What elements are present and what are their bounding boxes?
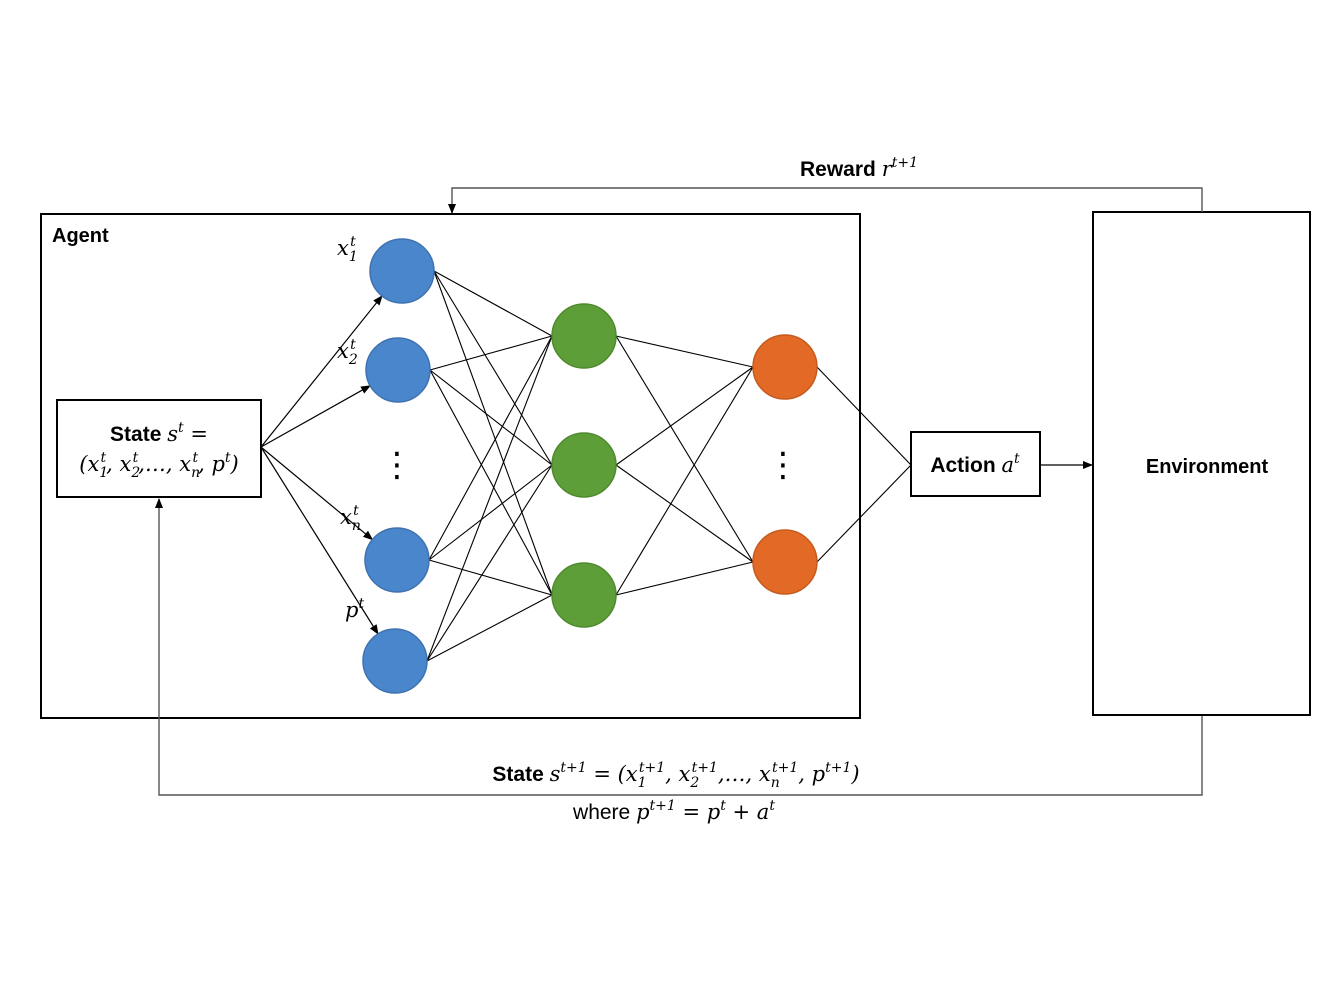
- input-hidden-edge-1-1: [433, 270, 553, 337]
- input-hidden-edge-3-3: [428, 559, 553, 596]
- input-label-1: x1t​: [337, 234, 358, 265]
- hidden-output-edge-1-2: [615, 335, 754, 563]
- input-node-xn: [364, 527, 430, 593]
- agent-label: Agent: [52, 225, 109, 247]
- input-node-p: [362, 628, 428, 694]
- hidden-node-1: [551, 303, 617, 369]
- hidden-node-2: [551, 432, 617, 498]
- state-box-tuple: (x1t​, x2t​,…, xnt​, pt​): [79, 450, 238, 481]
- input-hidden-edge-3-2: [428, 464, 553, 561]
- hidden-output-edge-1-1: [615, 335, 754, 368]
- input-hidden-edge-4-3: [426, 594, 553, 662]
- output-ellipsis: ⋮: [766, 446, 800, 484]
- input-node-x2: [365, 337, 431, 403]
- agent-box: [40, 213, 861, 719]
- input-label-4: pt​: [345, 596, 364, 622]
- output-action-edge-2: [816, 464, 912, 563]
- input-hidden-edge-1-3: [433, 270, 553, 596]
- hidden-output-edge-3-1: [615, 366, 754, 596]
- hidden-node-3: [551, 562, 617, 628]
- next-state-where-label: where pt+1​ = pt​ + at​: [572, 798, 775, 824]
- network-edges: [260, 270, 912, 662]
- reward-label: Reward rt+1​: [800, 155, 918, 181]
- network-nodes: [362, 238, 818, 694]
- action-box: [910, 431, 1041, 497]
- state-to-input-edge-2: [260, 385, 371, 448]
- state-to-input-edge-1: [260, 295, 383, 448]
- hidden-output-edge-3-2: [615, 561, 754, 596]
- hidden-output-edge-2-2: [615, 464, 754, 563]
- input-hidden-edge-2-2: [429, 369, 553, 466]
- hidden-output-edge-2-1: [615, 366, 754, 466]
- next-state-feedback-line: [155, 498, 1203, 796]
- input-labels: x1t​ x2t​ xnt​ pt​: [337, 234, 364, 622]
- state-to-input-edge-3: [260, 446, 374, 541]
- next-state-label: State st+1​ = (x1t+1​, x2t+1​,…, xnt+1​,…: [492, 760, 859, 791]
- state-box: [56, 399, 262, 498]
- output-node-1: [752, 334, 818, 400]
- input-label-3: xnt​: [340, 503, 361, 534]
- state-to-input-edge-4: [260, 446, 379, 635]
- input-ellipsis: ⋮: [380, 446, 414, 484]
- input-hidden-edge-4-2: [426, 464, 553, 662]
- input-hidden-edge-2-3: [429, 369, 553, 596]
- input-hidden-edge-2-1: [429, 335, 553, 371]
- input-label-2: x2t​: [337, 337, 358, 368]
- output-action-edge-1: [816, 366, 912, 466]
- reward-feedback-line: [448, 187, 1203, 214]
- environment-label: Environment: [1146, 456, 1269, 478]
- input-hidden-edge-3-1: [428, 335, 553, 561]
- input-hidden-edge-1-2: [433, 270, 553, 466]
- action-label: Action at​: [930, 451, 1020, 477]
- state-box-title: State st​ =: [110, 420, 208, 446]
- input-hidden-edge-4-1: [426, 335, 553, 662]
- input-node-x1: [369, 238, 435, 304]
- output-node-2: [752, 529, 818, 595]
